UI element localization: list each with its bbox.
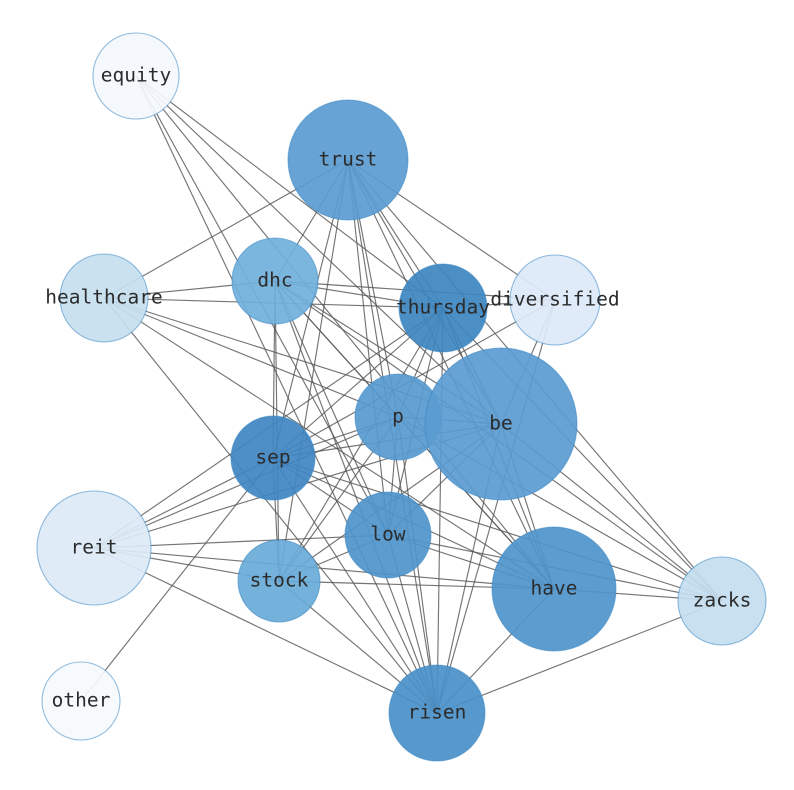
node-label-have: have <box>531 577 578 600</box>
graph-edge <box>80 457 274 702</box>
graph-node-healthcare[interactable]: healthcare <box>45 253 163 343</box>
node-circle-stock[interactable] <box>237 539 321 623</box>
graph-node-dhc[interactable]: dhc <box>231 237 319 325</box>
node-label-reit: reit <box>71 536 118 559</box>
graph-node-trust[interactable]: trust <box>287 99 409 221</box>
graph-node-have[interactable]: have <box>491 526 617 652</box>
node-circle-other[interactable] <box>41 661 121 741</box>
graph-edge <box>274 280 389 536</box>
graph-edge <box>135 75 555 590</box>
node-label-be: be <box>489 412 512 435</box>
node-label-stock: stock <box>250 569 309 592</box>
graph-edge <box>93 547 555 590</box>
node-circle-be[interactable] <box>424 347 578 501</box>
node-label-zacks: zacks <box>693 589 752 612</box>
graph-edge <box>135 75 502 425</box>
graph-node-reit[interactable]: reit <box>36 490 152 606</box>
graph-node-be[interactable]: be <box>424 347 578 501</box>
node-circle-low[interactable] <box>344 491 432 579</box>
graph-edge <box>135 75 438 714</box>
graph-node-risen[interactable]: risen <box>388 664 486 762</box>
graph-edge <box>103 297 399 418</box>
graph-edge <box>272 457 438 714</box>
node-circle-reit[interactable] <box>36 490 152 606</box>
node-label-equity: equity <box>101 64 171 87</box>
graph-node-stock[interactable]: stock <box>237 539 321 623</box>
node-label-other: other <box>52 689 111 712</box>
node-circle-have[interactable] <box>491 526 617 652</box>
graph-edge <box>103 297 438 714</box>
node-circle-sep[interactable] <box>230 415 316 501</box>
node-label-diversified: diversified <box>490 288 619 311</box>
node-label-healthcare: healthcare <box>45 286 162 309</box>
node-label-risen: risen <box>408 701 467 724</box>
node-circle-risen[interactable] <box>388 664 486 762</box>
node-circle-dhc[interactable] <box>231 237 319 325</box>
node-label-dhc: dhc <box>257 269 292 292</box>
graph-node-sep[interactable]: sep <box>230 415 316 501</box>
node-circle-zacks[interactable] <box>677 556 767 646</box>
node-circle-trust[interactable] <box>287 99 409 221</box>
graph-edge <box>93 547 438 714</box>
graph-node-low[interactable]: low <box>344 491 432 579</box>
graph-node-zacks[interactable]: zacks <box>677 556 767 646</box>
graph-edge <box>272 457 723 602</box>
node-label-sep: sep <box>255 446 290 469</box>
graph-node-thursday[interactable]: thursday <box>396 263 490 353</box>
graph-node-other[interactable]: other <box>41 661 121 741</box>
graph-edge <box>103 297 555 590</box>
node-label-trust: trust <box>319 148 378 171</box>
graph-edge <box>436 600 723 714</box>
node-circle-equity[interactable] <box>92 32 180 120</box>
node-circle-thursday[interactable] <box>398 263 488 353</box>
graph-node-diversified[interactable]: diversified <box>490 254 620 346</box>
node-circle-diversified[interactable] <box>509 254 601 346</box>
graph-edge <box>135 75 444 309</box>
node-label-p: p <box>392 405 404 428</box>
node-circle-healthcare[interactable] <box>59 253 149 343</box>
node-label-low: low <box>370 523 405 546</box>
node-label-thursday: thursday <box>396 296 490 319</box>
graph-edge <box>278 159 349 582</box>
graph-node-equity[interactable]: equity <box>92 32 180 120</box>
